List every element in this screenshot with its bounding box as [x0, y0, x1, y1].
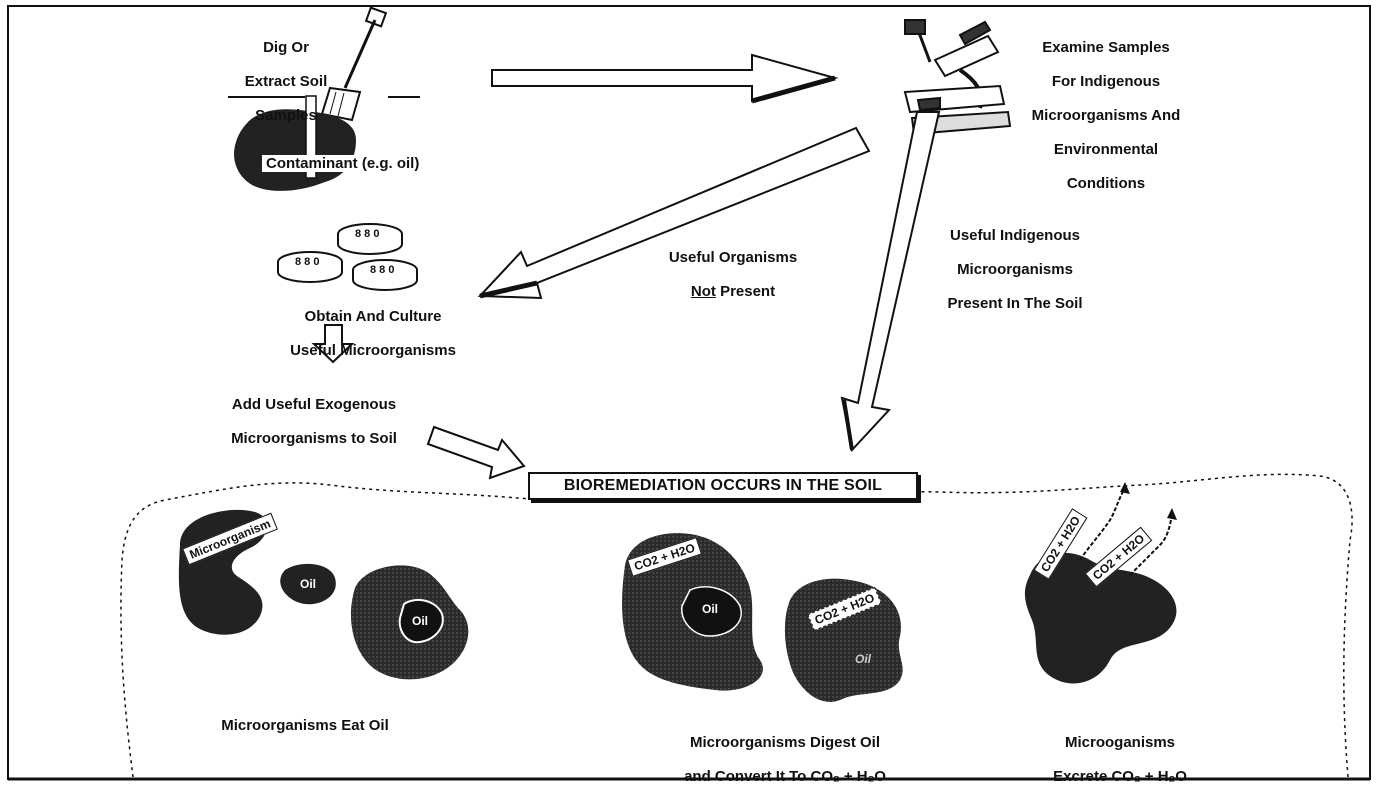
- examine-line-4: Environmental: [1053, 141, 1159, 158]
- present-line-3: Present In The Soil: [947, 295, 1083, 312]
- panel-excrete-caption: Microoganisms Excrete CO₂ + H₂O: [1010, 717, 1230, 802]
- examine-line-3: Microorganisms And: [1031, 107, 1181, 124]
- arrow-examine-to-culture: [477, 126, 871, 300]
- arrow-examine-to-bioremediation: [840, 111, 941, 453]
- contaminant-label: Contaminant (e.g. oil): [262, 155, 476, 172]
- dish-label-2: 8 8 0: [295, 256, 320, 268]
- step-culture-label: Obtain And Culture Useful Microorganisms: [268, 291, 478, 376]
- dish-label-1: 8 8 0: [355, 228, 380, 240]
- oil-label-2: Oil: [412, 614, 429, 628]
- dish-label-3: 8 8 0: [370, 264, 395, 276]
- oil-label-1: Oil: [300, 577, 317, 591]
- panel-eat-caption: Microorganisms Eat Oil: [221, 717, 389, 734]
- culture-line-1: Obtain And Culture: [304, 308, 442, 325]
- culture-dishes-icon: [277, 223, 418, 291]
- examine-line-5: Conditions: [1066, 175, 1146, 192]
- present-label: Useful Indigenous Microorganisms Present…: [930, 210, 1100, 329]
- step-add-label: Add Useful Exogenous Microorganisms to S…: [204, 379, 424, 464]
- panel-excrete-blobs: [1024, 482, 1177, 684]
- not-present-line-1: Useful Organisms: [668, 249, 798, 266]
- dig-line-2: Extract Soil: [244, 73, 328, 90]
- shovel-icon: [228, 6, 420, 122]
- not-present-label: Useful Organisms Not Present: [658, 232, 808, 317]
- oil-label-3: Oil: [702, 602, 719, 616]
- excrete-caption-line-2: Excrete CO₂ + H₂O: [1053, 768, 1187, 785]
- step-examine-label: Examine Samples For Indigenous Microorga…: [1020, 22, 1192, 209]
- not-present-emphasis: Not: [690, 283, 716, 300]
- bioremediation-result-box: BIOREMEDIATION OCCURS IN THE SOIL: [528, 472, 918, 500]
- panel-digest-blobs: [622, 533, 903, 702]
- panel-digest-caption: Microorganisms Digest Oil and Convert It…: [620, 717, 950, 802]
- digest-caption-line-2: and Convert It To CO₂ + H₂O: [684, 768, 886, 785]
- not-present-line-2: Not Present: [658, 283, 808, 300]
- add-line-2: Microorganisms to Soil: [231, 430, 397, 447]
- arrow-culture-to-add: [311, 324, 355, 364]
- step-dig-label: Dig Or Extract Soil Samples: [238, 22, 334, 141]
- add-line-1: Add Useful Exogenous: [231, 396, 397, 413]
- arrow-add-to-bioremediation: [426, 425, 526, 480]
- oil-label-4: Oil: [855, 652, 872, 666]
- present-line-1: Useful Indigenous: [949, 227, 1080, 244]
- not-present-rest: Present: [720, 283, 776, 300]
- dig-line-3: Samples: [255, 107, 317, 124]
- examine-line-2: For Indigenous: [1051, 73, 1161, 90]
- excrete-caption-line-1: Microoganisms: [1064, 734, 1176, 751]
- digest-caption-line-1: Microorganisms Digest Oil: [689, 734, 881, 751]
- present-line-2: Microorganisms: [957, 261, 1073, 278]
- dig-line-1: Dig Or: [263, 39, 309, 56]
- soil-boundary: [120, 473, 1353, 778]
- culture-line-2: Useful Microorganisms: [290, 342, 456, 359]
- examine-line-1: Examine Samples: [1042, 39, 1170, 56]
